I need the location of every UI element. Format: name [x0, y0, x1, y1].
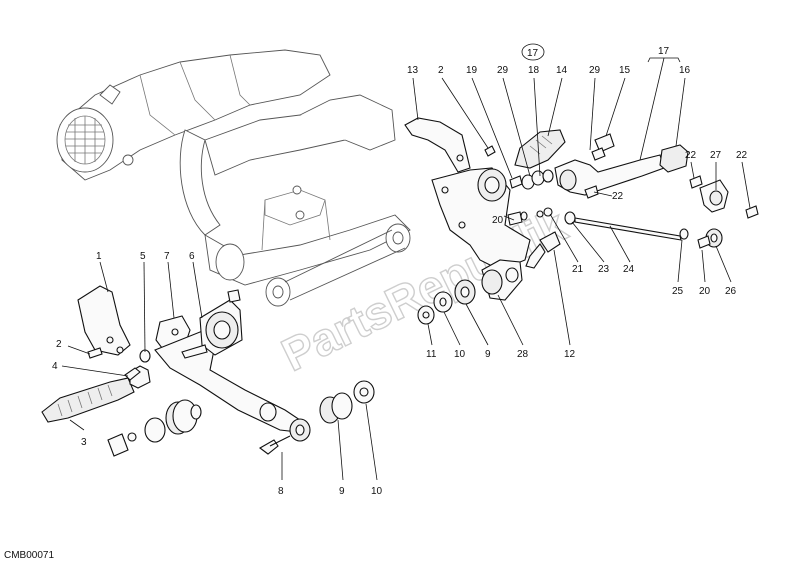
- right-footpeg-assembly: [404, 117, 759, 325]
- callout-9: 9: [339, 486, 345, 497]
- callout-12: 12: [564, 349, 576, 360]
- callout-15: 15: [619, 65, 631, 76]
- screw: [87, 347, 103, 359]
- callout-14: 14: [556, 65, 568, 76]
- callout-1: 1: [96, 251, 102, 262]
- callout-6: 6: [189, 251, 195, 262]
- callout-25: 25: [672, 286, 684, 297]
- callout-3: 3: [81, 437, 87, 448]
- callout-8: 8: [278, 486, 284, 497]
- watermark: PartsRepublik: [274, 198, 575, 381]
- callout-18: 18: [528, 65, 540, 76]
- heel-guard: [77, 285, 131, 356]
- leader-lines: [61, 57, 751, 481]
- callout-28: 28: [517, 349, 529, 360]
- callout-labels: 1 2 4 3 5 7 6 8 9 10 13 2 19 29 17 18 14…: [52, 43, 748, 497]
- callout-16: 16: [679, 65, 691, 76]
- callout-10: 10: [371, 486, 383, 497]
- callout-4: 4: [52, 361, 58, 372]
- callout-17-circle: [521, 43, 545, 61]
- right-bracket-plate: [431, 167, 531, 271]
- callout-17-circled: 17: [527, 48, 539, 59]
- callout-20: 20: [492, 215, 504, 226]
- callout-9-b: 9: [485, 349, 491, 360]
- left-footpeg-assembly: [41, 285, 375, 457]
- callout-11: 11: [426, 349, 437, 360]
- heel-guard-right: [404, 117, 471, 173]
- callout-13: 13: [407, 65, 419, 76]
- callout-19: 19: [466, 65, 478, 76]
- frame-swingarm: [56, 49, 411, 307]
- callout-2-right: 2: [438, 65, 444, 76]
- callout-27: 27: [710, 150, 722, 161]
- diagram-code: CMB00071: [4, 550, 54, 561]
- footpeg-right: [514, 129, 566, 169]
- callout-24: 24: [623, 264, 635, 275]
- callout-7: 7: [164, 251, 170, 262]
- frame-grille: [56, 107, 114, 173]
- callout-17: 17: [658, 46, 670, 57]
- callout-23: 23: [598, 264, 610, 275]
- callout-22-a: 22: [612, 191, 624, 202]
- footpeg: [41, 377, 135, 423]
- callout-22-b: 22: [685, 150, 697, 161]
- callout-5: 5: [140, 251, 146, 262]
- callout-29: 29: [497, 65, 509, 76]
- callout-22-c: 22: [736, 150, 748, 161]
- callout-29-b: 29: [589, 65, 601, 76]
- callout-2: 2: [56, 339, 62, 350]
- callout-10-b: 10: [454, 349, 466, 360]
- callout-21: 21: [572, 264, 584, 275]
- callout-20-b: 20: [699, 286, 711, 297]
- callout-26: 26: [725, 286, 737, 297]
